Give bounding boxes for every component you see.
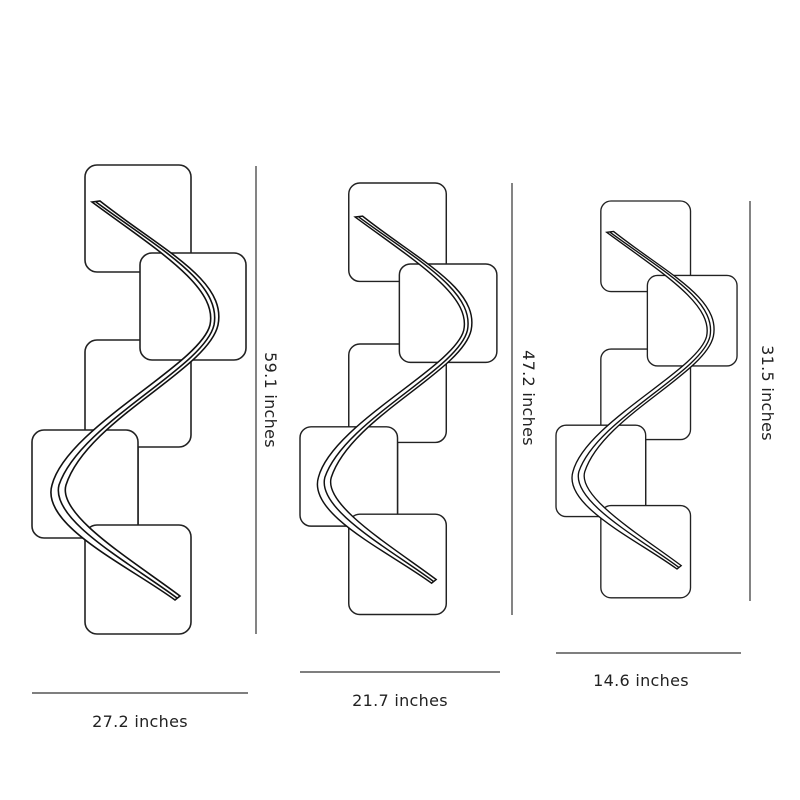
width-label-medium: 21.7 inches [352, 691, 448, 710]
height-label-small: 31.5 inches [758, 345, 777, 441]
height-label-medium: 47.2 inches [519, 350, 538, 446]
width-label-large: 27.2 inches [92, 712, 188, 731]
lamp-medium-drawing [299, 182, 498, 616]
width-label-small: 14.6 inches [593, 671, 689, 690]
height-label-large: 59.1 inches [261, 352, 280, 448]
lamp-large-drawing [31, 164, 247, 635]
lamp-small-drawing [555, 200, 738, 599]
